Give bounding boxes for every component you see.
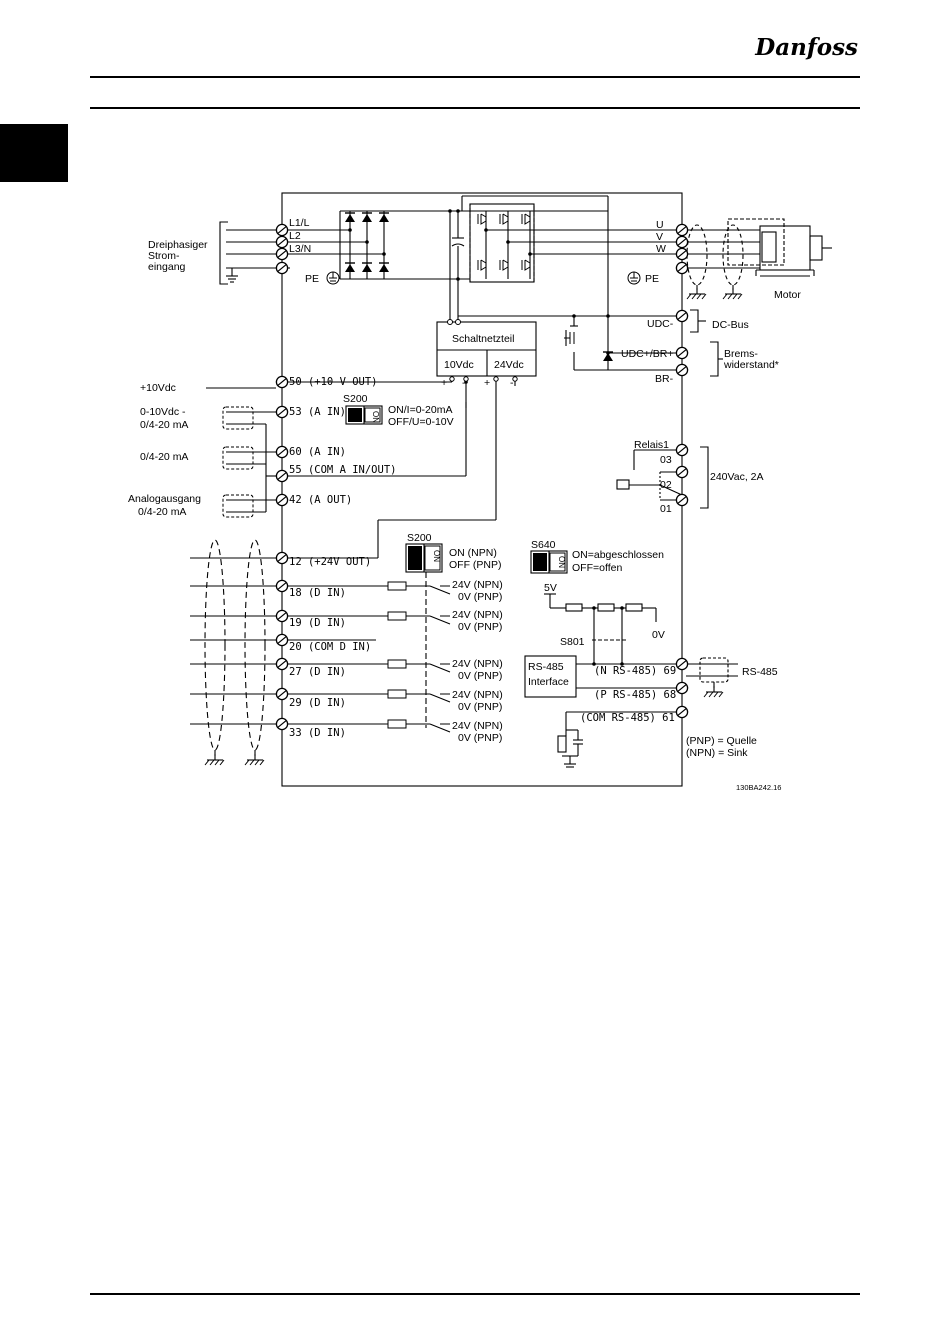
terminal-60-label: 60 (A IN) bbox=[289, 446, 346, 458]
s640-pos2: 2 bbox=[535, 564, 544, 569]
legend-npn: (NPN) = Sink bbox=[686, 747, 748, 759]
s200-analog-pos: 4 bbox=[349, 417, 358, 422]
s640-line1: ON=abgeschlossen bbox=[572, 549, 664, 561]
analog-out-line1: Analogausgang bbox=[128, 493, 201, 505]
terminal-v-label: V bbox=[656, 231, 663, 243]
s200-digital-label: S200 bbox=[407, 532, 432, 544]
relay-rating: 240Vac, 2A bbox=[710, 471, 764, 483]
s801-label: S801 bbox=[560, 636, 585, 648]
mains-label-line1: Dreiphasiger bbox=[148, 239, 208, 251]
terminal-u-label: U bbox=[656, 219, 664, 231]
terminal-29-label: 29 (D IN) bbox=[289, 697, 346, 709]
s640-label: S640 bbox=[531, 539, 556, 551]
brake-label-line1: Brems- bbox=[724, 348, 758, 360]
terminal-53-label: 53 (A IN) bbox=[289, 406, 346, 418]
rs485-interface-line2: Interface bbox=[528, 676, 569, 688]
s200-digital-on: ON bbox=[432, 550, 441, 562]
footer-rule bbox=[90, 1293, 860, 1295]
relay-terminal-03: 03 bbox=[660, 454, 672, 466]
terminal-27-pnp: 0V (PNP) bbox=[458, 670, 502, 682]
legend-pnp: (PNP) = Quelle bbox=[686, 735, 757, 747]
mains-label-line3: eingang bbox=[148, 261, 186, 273]
terminal-l2-label: L2 bbox=[289, 230, 301, 242]
s640-line2: OFF=offen bbox=[572, 562, 622, 574]
s200-digital-pos1: 1 bbox=[411, 552, 420, 557]
brand-logo: Danfoss bbox=[755, 34, 858, 61]
terminal-27-label: 27 (D IN) bbox=[289, 666, 346, 678]
figure-id: 130BA242.16 bbox=[736, 783, 781, 792]
smps-title: Schaltnetzteil bbox=[452, 333, 514, 345]
chapter-tab-marker bbox=[0, 124, 68, 182]
terminal-19-npn: 24V (NPN) bbox=[452, 609, 503, 621]
rs485-interface-line1: RS-485 bbox=[528, 661, 564, 673]
terminal-29-pnp: 0V (PNP) bbox=[458, 701, 502, 713]
terminal-19-pnp: 0V (PNP) bbox=[458, 621, 502, 633]
terminal-55-label: 55 (COM A IN/OUT) bbox=[289, 464, 396, 476]
terminal-50-label: 50 (+10 V OUT) bbox=[289, 376, 378, 388]
terminal-18-label: 18 (D IN) bbox=[289, 587, 346, 599]
rs485-0v-label: 0V bbox=[652, 629, 665, 641]
rs485-bus-label: RS-485 bbox=[742, 666, 778, 678]
pe-output-label: PE bbox=[645, 273, 659, 285]
ext-0-20ma-label-a: 0/4-20 mA bbox=[140, 419, 188, 431]
pe-input-label: PE bbox=[305, 273, 319, 285]
terminal-29-npn: 24V (NPN) bbox=[452, 689, 503, 701]
s200-analog-on: ON bbox=[371, 411, 380, 423]
terminal-12-label: 12 (+24V OUT) bbox=[289, 556, 371, 568]
mains-label-line2: Strom- bbox=[148, 250, 180, 262]
terminal-l1-label: L1/L bbox=[289, 217, 310, 229]
brake-label-line2: widerstand* bbox=[723, 359, 779, 371]
s200-digital-line2: OFF (PNP) bbox=[449, 559, 502, 571]
terminal-l3-label: L3/N bbox=[289, 243, 311, 255]
terminal-27-npn: 24V (NPN) bbox=[452, 658, 503, 670]
terminal-61-label: (COM RS-485) 61 bbox=[580, 712, 675, 724]
smps-plus-1: + bbox=[441, 377, 447, 389]
terminal-18-pnp: 0V (PNP) bbox=[458, 591, 502, 603]
ext-0-20ma-label-b: 0/4-20 mA bbox=[140, 451, 188, 463]
relay-terminal-02: 02 bbox=[660, 479, 672, 491]
s640-pos1: 1 bbox=[535, 556, 544, 561]
terminal-69-label: (N RS-485) 69 bbox=[594, 665, 676, 677]
udc-minus-label: UDC- bbox=[647, 318, 674, 330]
motor-label: Motor bbox=[774, 289, 801, 301]
udc-plus-label: UDC+/BR+ bbox=[621, 348, 674, 360]
relay-title: Relais1 bbox=[634, 439, 669, 451]
smps-10v: 10Vdc bbox=[444, 359, 474, 371]
terminal-w-label: W bbox=[656, 243, 666, 255]
terminal-19-label: 19 (D IN) bbox=[289, 617, 346, 629]
s640-on: ON bbox=[557, 556, 566, 568]
terminal-33-pnp: 0V (PNP) bbox=[458, 732, 502, 744]
terminal-33-label: 33 (D IN) bbox=[289, 727, 346, 739]
s200-analog-line1: ON/I=0-20mA bbox=[388, 404, 452, 416]
relay-terminal-01: 01 bbox=[660, 503, 672, 515]
terminal-42-label: 42 (A OUT) bbox=[289, 494, 352, 506]
smps-plus-2: + bbox=[484, 377, 490, 389]
dc-bus-label: DC-Bus bbox=[712, 319, 749, 331]
analog-out-line2: 0/4-20 mA bbox=[138, 506, 186, 518]
rs485-5v-label: 5V bbox=[544, 582, 557, 594]
ext-10v-label: +10Vdc bbox=[140, 382, 176, 394]
terminal-33-npn: 24V (NPN) bbox=[452, 720, 503, 732]
smps-24v: 24Vdc bbox=[494, 359, 524, 371]
br-minus-label: BR- bbox=[655, 373, 674, 385]
drive-frame bbox=[281, 192, 683, 787]
s200-digital-line1: ON (NPN) bbox=[449, 547, 497, 559]
terminal-18-npn: 24V (NPN) bbox=[452, 579, 503, 591]
s200-analog-line2: OFF/U=0-10V bbox=[388, 416, 454, 428]
terminal-68-label: (P RS-485) 68 bbox=[594, 689, 676, 701]
s200-analog-label: S200 bbox=[343, 393, 368, 405]
header-rule-top bbox=[90, 76, 860, 78]
terminal-20-label: 20 (COM D IN) bbox=[289, 641, 371, 653]
ext-0-10v-label: 0-10Vdc - bbox=[140, 406, 186, 418]
s200-digital-pos2: 2 bbox=[411, 562, 420, 567]
header-rule-bottom bbox=[90, 107, 860, 109]
smps-minus-2: - bbox=[510, 377, 514, 389]
smps-minus-1: - bbox=[462, 377, 466, 389]
